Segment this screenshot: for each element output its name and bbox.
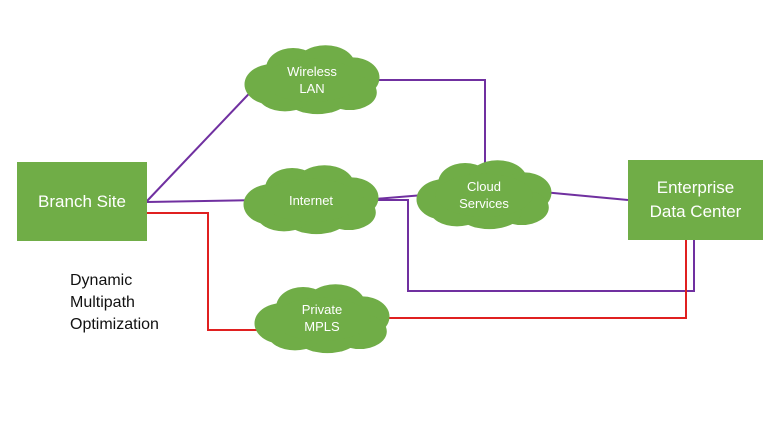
enterprise-data-center-label: Enterprise Data Center — [649, 178, 742, 221]
link-mpls-to-enterprise — [372, 240, 687, 319]
private-mpls-label: Private MPLS — [301, 302, 343, 334]
internet-label: Internet — [288, 192, 334, 208]
link-wireless-to-cloud — [360, 79, 486, 170]
link-internet-to-enterprise — [362, 199, 695, 292]
link-branch-to-wireless — [146, 79, 263, 202]
cloud-services-label: Cloud Services — [459, 179, 509, 211]
link-branch-to-mpls — [147, 212, 272, 331]
dynamic-multipath-caption: Dynamic Multipath Optimization — [70, 272, 159, 333]
wireless-lan-label: Wireless LAN — [287, 64, 337, 96]
purple-links — [146, 79, 695, 292]
branch-site-box: Branch Site — [17, 162, 147, 241]
red-links — [147, 212, 687, 331]
enterprise-data-center-box: Enterprise Data Center — [628, 160, 763, 240]
link-branch-to-internet — [146, 199, 263, 203]
branch-site-label: Branch Site — [38, 191, 126, 211]
